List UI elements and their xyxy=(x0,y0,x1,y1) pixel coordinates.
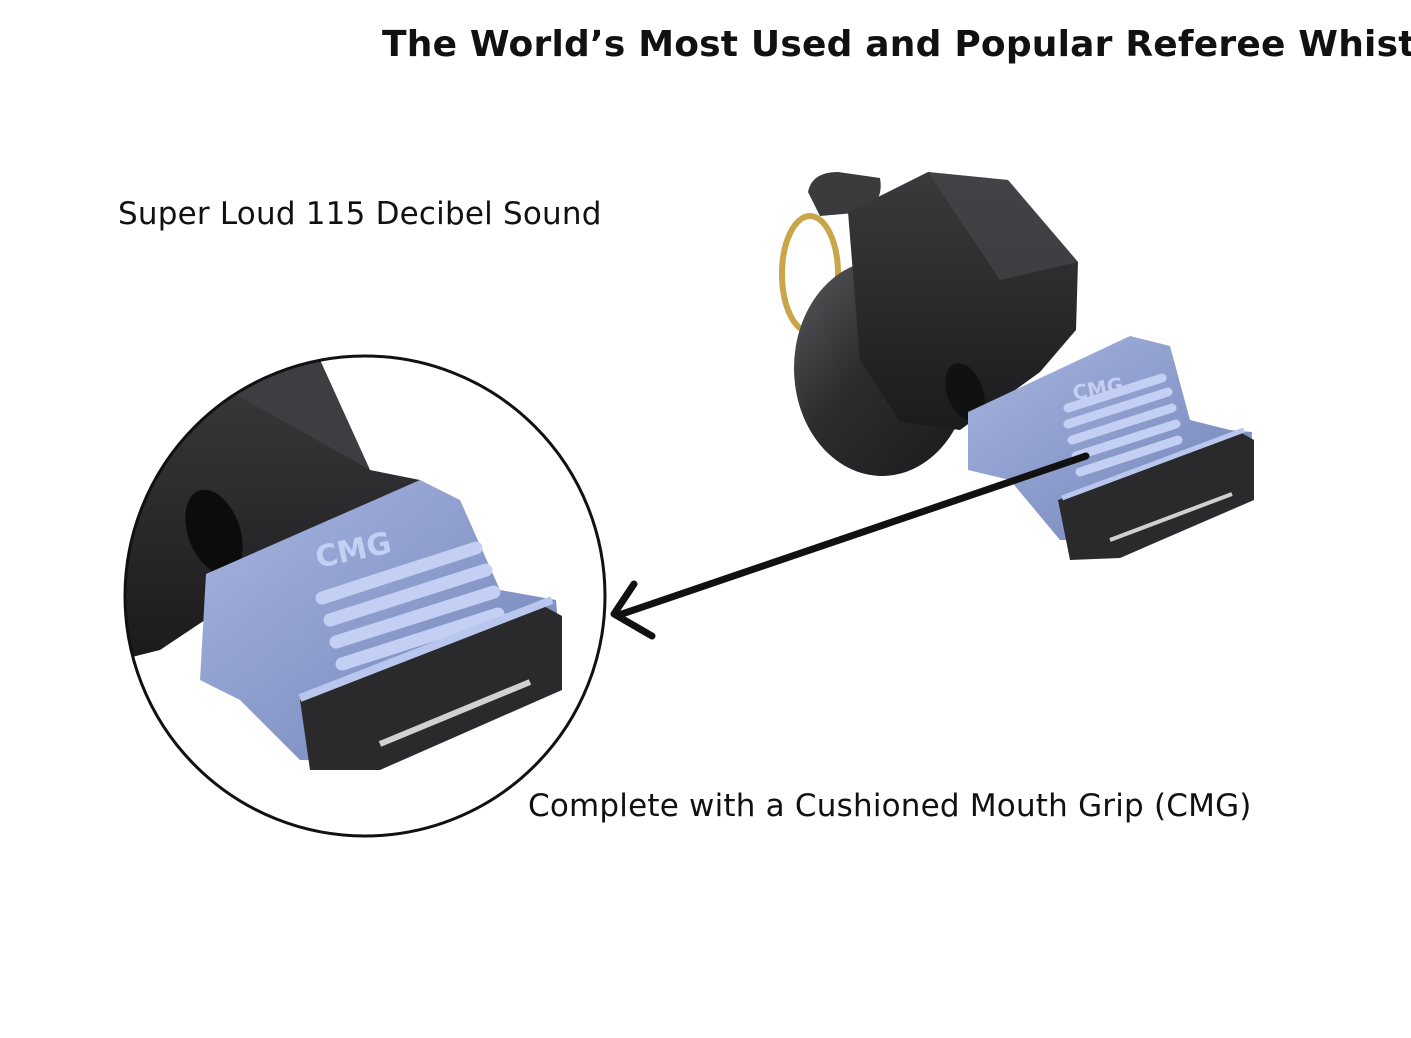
magnifier-circle: CMG xyxy=(123,354,607,838)
feature-grip-caption: Complete with a Cushioned Mouth Grip (CM… xyxy=(528,788,1252,824)
whistle-product-image: CMG xyxy=(779,172,1254,560)
feature-sound-caption: Super Loud 115 Decibel Sound xyxy=(118,196,602,232)
headline: The World’s Most Used and Popular Refere… xyxy=(382,24,1411,65)
arrow-left-icon xyxy=(610,452,1090,640)
